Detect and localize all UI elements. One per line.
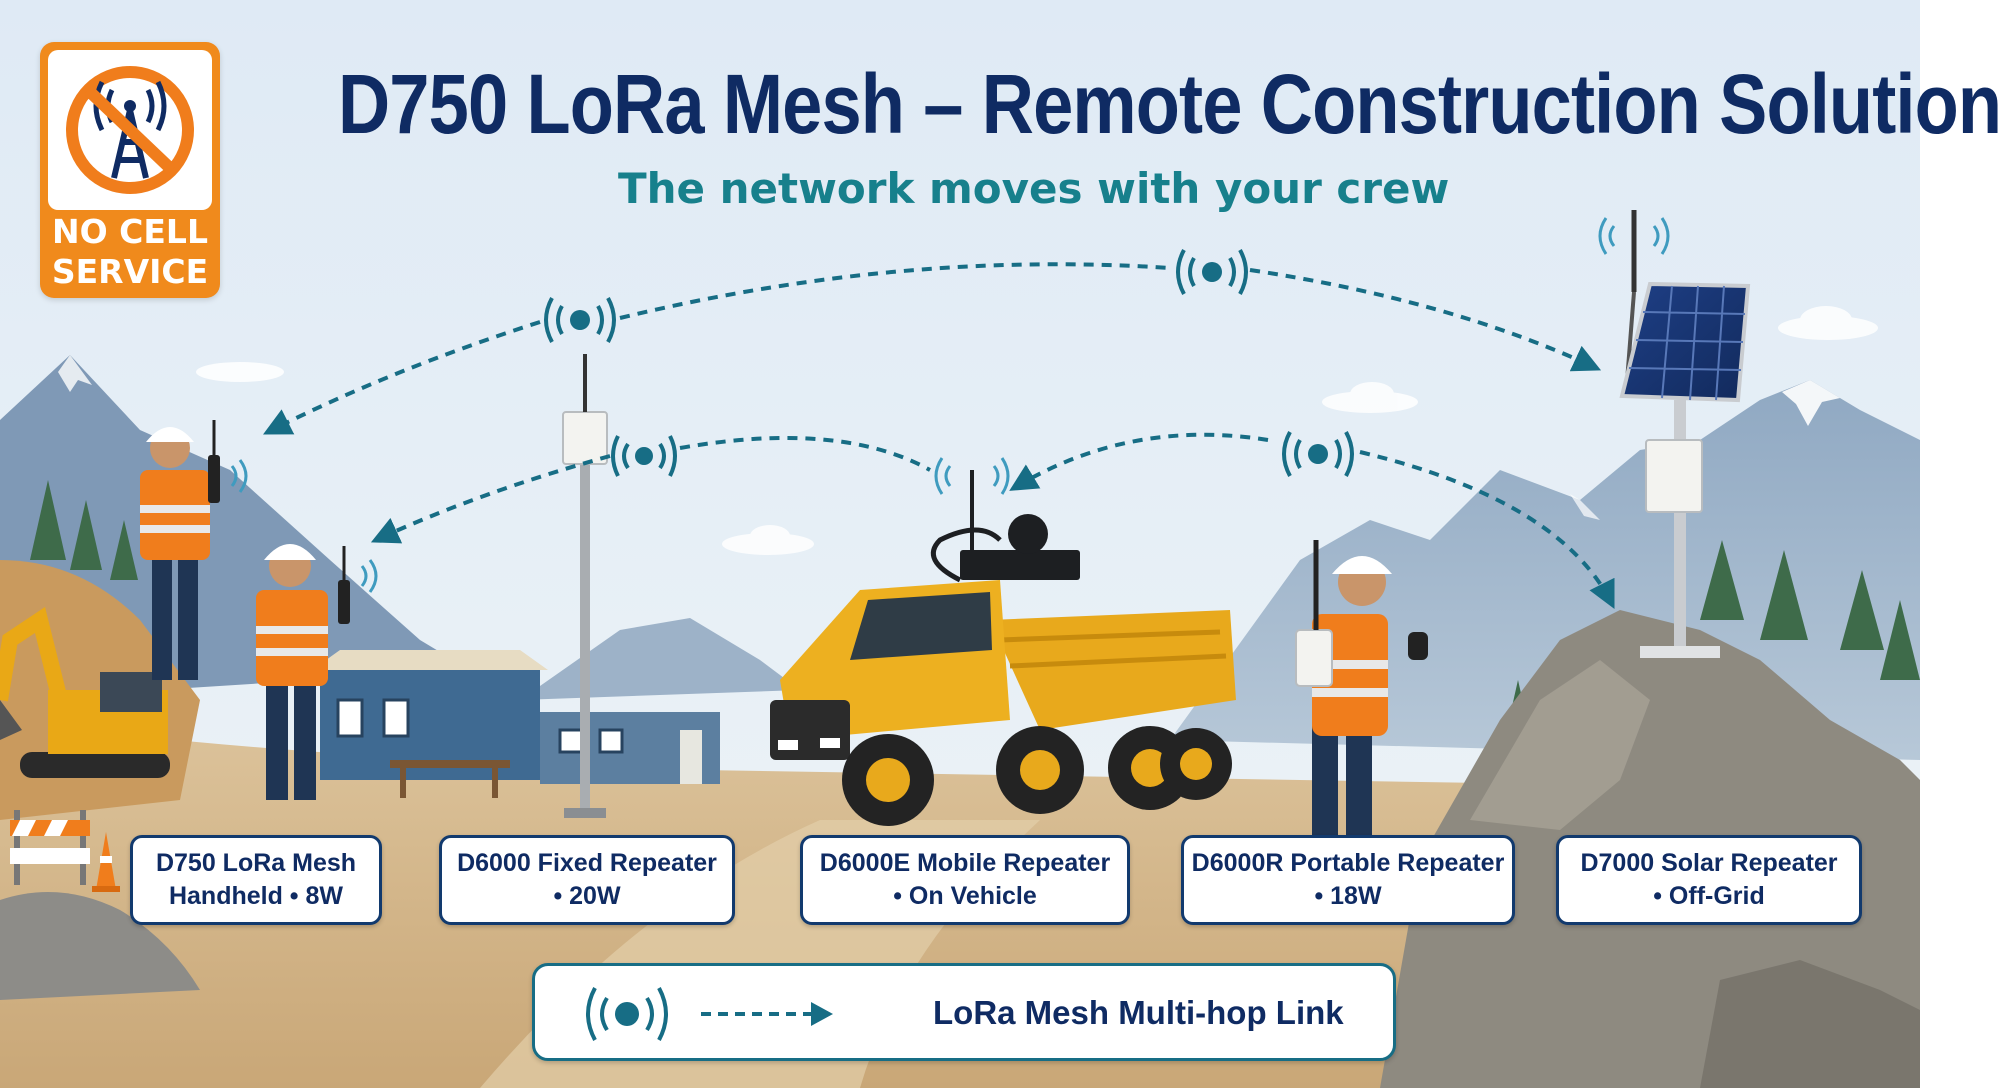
clouds xyxy=(196,306,1878,555)
label-d750-handheld: D750 LoRa Mesh Handheld • 8W xyxy=(130,835,382,925)
label-line-1: D6000 Fixed Repeater xyxy=(457,849,717,877)
gravel-pile xyxy=(0,892,200,1000)
label-line-1: D6000R Portable Repeater xyxy=(1191,849,1505,877)
worker-portable-repeater xyxy=(1295,540,1428,840)
label-line-1: D750 LoRa Mesh xyxy=(155,849,357,877)
worker-handheld-2 xyxy=(256,544,350,800)
page-subtitle: The network moves with your crew xyxy=(618,164,1450,213)
label-line-2: • 20W xyxy=(553,882,621,910)
traffic-cone xyxy=(92,832,120,892)
solar-repeater xyxy=(1619,210,1751,658)
mesh-links xyxy=(263,262,1615,610)
label-line-2: • Off-Grid xyxy=(1653,882,1765,910)
label-line-1: D6000E Mobile Repeater xyxy=(819,849,1111,877)
barricade xyxy=(10,810,90,885)
label-line-1: D7000 Solar Repeater xyxy=(1580,849,1838,877)
label-line-2: Handheld • 8W xyxy=(168,882,344,910)
label-line-2: • 18W xyxy=(1314,882,1382,910)
legend: LoRa Mesh Multi-hop Link xyxy=(532,963,1396,1061)
no-cell-service-badge: NO CELL SERVICE xyxy=(40,42,220,298)
legend-label: LoRa Mesh Multi-hop Link xyxy=(933,994,1344,1031)
device-signal-waves xyxy=(230,217,1670,593)
fixed-repeater-pole xyxy=(562,354,608,818)
label-d6000-fixed-repeater: D6000 Fixed Repeater • 20W xyxy=(439,835,735,925)
dump-truck xyxy=(770,470,1236,826)
label-d6000e-mobile-repeater: D6000E Mobile Repeater • On Vehicle xyxy=(800,835,1130,925)
site-cabin xyxy=(312,650,720,798)
mesh-node-icon xyxy=(544,249,1354,477)
worker-handheld-1 xyxy=(140,420,220,680)
label-d7000-solar-repeater: D7000 Solar Repeater • Off-Grid xyxy=(1556,835,1862,925)
label-line-2: • On Vehicle xyxy=(893,882,1037,910)
label-d6000r-portable-repeater: D6000R Portable Repeater • 18W xyxy=(1181,835,1515,925)
page-title: D750 LoRa Mesh – Remote Construction Sol… xyxy=(338,57,2001,151)
no-cell-tower-icon xyxy=(48,50,212,210)
no-cell-service-label: NO CELL SERVICE xyxy=(51,212,209,291)
excavator xyxy=(0,607,170,778)
signal-node-icon xyxy=(586,987,833,1041)
arrow-right-icon xyxy=(811,1002,833,1026)
